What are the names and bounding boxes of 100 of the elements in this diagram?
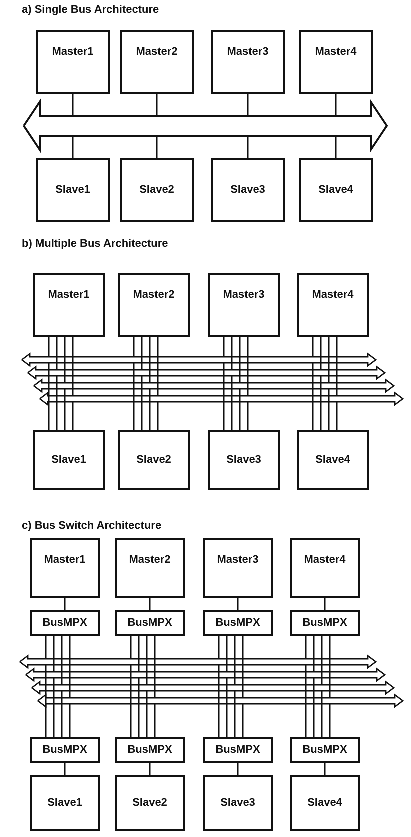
module-box bbox=[36, 30, 110, 94]
box-label: Slave2 bbox=[132, 797, 168, 809]
bus-connection-line bbox=[157, 402, 159, 430]
bus-connection-line bbox=[247, 136, 249, 158]
bus-symbol bbox=[20, 656, 376, 668]
bus-connection-line bbox=[312, 337, 314, 357]
bus-connection-line bbox=[133, 363, 135, 430]
bus-connection-line bbox=[69, 636, 71, 698]
box-label: Master2 bbox=[133, 289, 175, 301]
bus-symbol bbox=[40, 393, 403, 405]
bus-connection-line bbox=[53, 636, 55, 672]
bus-connection-line bbox=[156, 136, 158, 158]
box-label: Slave3 bbox=[230, 184, 266, 196]
module-box bbox=[208, 430, 280, 490]
box-label: Master4 bbox=[304, 554, 346, 566]
bus-connection-line bbox=[146, 636, 148, 685]
module-box bbox=[120, 158, 194, 222]
bus-connection-line bbox=[247, 94, 249, 116]
bus-connection-line bbox=[64, 763, 66, 775]
module-box bbox=[30, 610, 100, 636]
bus-symbol bbox=[22, 354, 376, 366]
module-box bbox=[115, 610, 185, 636]
bus-connection-line bbox=[335, 94, 337, 116]
bus-connection-line bbox=[335, 136, 337, 158]
bus-connection-line bbox=[239, 389, 241, 430]
bus-connection-line bbox=[313, 636, 315, 672]
bus-connection-line bbox=[231, 376, 233, 430]
module-box bbox=[299, 30, 373, 94]
bus-connection-line bbox=[130, 665, 132, 737]
bus-connection-line bbox=[321, 691, 323, 737]
module-box bbox=[290, 775, 360, 831]
bus-connection-line bbox=[72, 402, 74, 430]
bus-connection-line bbox=[242, 636, 244, 698]
box-label: BusMPX bbox=[216, 617, 260, 629]
box-label: Master3 bbox=[217, 554, 259, 566]
module-box bbox=[297, 273, 369, 337]
bus-connection-line bbox=[72, 94, 74, 116]
box-label: BusMPX bbox=[216, 744, 260, 756]
bus-connection-line bbox=[48, 337, 50, 357]
bus-symbol bbox=[26, 669, 385, 681]
bus-connection-line bbox=[146, 691, 148, 737]
bus-connection-line bbox=[324, 763, 326, 775]
box-label: Master1 bbox=[44, 554, 86, 566]
module-box bbox=[115, 737, 185, 763]
box-label: Slave4 bbox=[308, 797, 342, 809]
box-label: BusMPX bbox=[302, 617, 348, 629]
box-label: Slave1 bbox=[48, 797, 82, 809]
box-label: BusMPX bbox=[42, 744, 88, 756]
box-label: Master1 bbox=[48, 289, 90, 301]
box-label: Master2 bbox=[136, 46, 178, 58]
bus-connection-line bbox=[45, 636, 47, 659]
module-box bbox=[30, 775, 100, 831]
bus-connection-line bbox=[157, 337, 159, 396]
box-label: Master2 bbox=[129, 554, 171, 566]
bus-connection-line bbox=[231, 337, 233, 370]
bus-connection-line bbox=[130, 636, 132, 659]
bus-connection-line bbox=[45, 665, 47, 737]
module-box bbox=[30, 737, 100, 763]
module-box bbox=[115, 775, 185, 831]
bus-connection-line bbox=[336, 337, 338, 396]
bus-connection-line bbox=[226, 636, 228, 672]
module-box bbox=[203, 737, 273, 763]
bus-connection-line bbox=[69, 704, 71, 737]
bus-symbol bbox=[38, 695, 403, 707]
bus-connection-line bbox=[154, 704, 156, 737]
bus-connection-line bbox=[133, 337, 135, 357]
module-box bbox=[30, 538, 100, 598]
box-label: BusMPX bbox=[302, 744, 348, 756]
bus-connection-line bbox=[53, 678, 55, 737]
bus-connection-line bbox=[218, 636, 220, 659]
bus-connection-line bbox=[72, 337, 74, 396]
bus-connection-line bbox=[218, 665, 220, 737]
box-label: Master3 bbox=[223, 289, 265, 301]
bus-connection-line bbox=[226, 678, 228, 737]
module-box bbox=[118, 430, 190, 490]
bus-connection-line bbox=[328, 337, 330, 383]
bus-symbol bbox=[34, 380, 394, 392]
module-box bbox=[290, 610, 360, 636]
box-label: Master3 bbox=[227, 46, 269, 58]
bus-connection-line bbox=[156, 94, 158, 116]
bus-connection-line bbox=[61, 691, 63, 737]
section-title: a) Single Bus Architecture bbox=[22, 4, 160, 16]
box-label: Master1 bbox=[52, 46, 94, 58]
module-box bbox=[203, 538, 273, 598]
box-label: Slave1 bbox=[56, 184, 90, 196]
module-box bbox=[203, 775, 273, 831]
bus-connection-line bbox=[247, 337, 249, 396]
bus-connection-line bbox=[149, 389, 151, 430]
bus-connection-line bbox=[234, 636, 236, 685]
module-box bbox=[290, 538, 360, 598]
section-title: c) Bus Switch Architecture bbox=[22, 520, 162, 532]
module-box bbox=[290, 737, 360, 763]
bus-connection-line bbox=[154, 636, 156, 698]
bus-connection-line bbox=[72, 136, 74, 158]
section-title: b) Multiple Bus Architecture bbox=[22, 238, 168, 250]
box-label: Slave4 bbox=[318, 184, 354, 196]
bus-connection-line bbox=[48, 363, 50, 430]
bus-connection-line bbox=[242, 704, 244, 737]
box-label: Slave1 bbox=[52, 454, 86, 466]
bus-connection-line bbox=[329, 704, 331, 737]
